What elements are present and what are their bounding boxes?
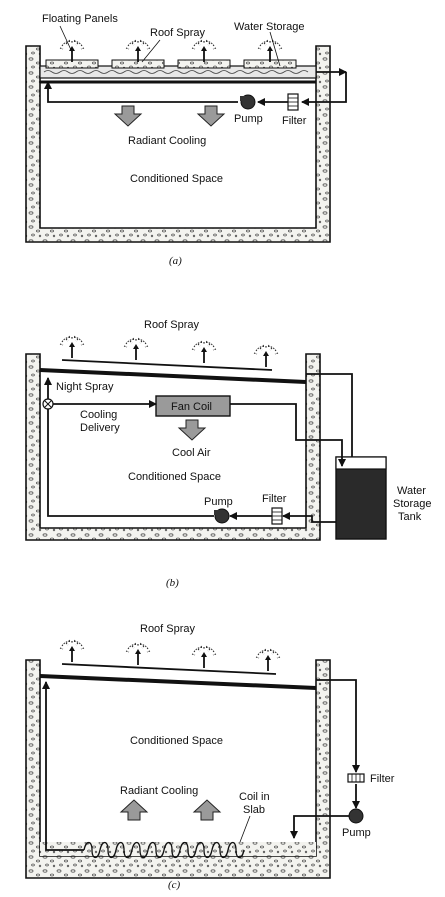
- label-roof-spray-c: Roof Spray: [140, 623, 196, 635]
- tank-outlet-b: [282, 512, 336, 523]
- building-walls-c: [25, 659, 331, 879]
- label-cooling-b: Cooling: [80, 409, 117, 421]
- diagram-a: Floating Panels Roof Spray Water Storage…: [25, 13, 347, 267]
- radiant-arrow-a1: [113, 105, 143, 127]
- label-coil-2-c: Slab: [243, 804, 265, 816]
- label-filter-c: Filter: [370, 773, 395, 785]
- label-pump-a: Pump: [234, 113, 263, 125]
- spray-heads-a: [59, 39, 283, 63]
- cool-air-arrow-b: [177, 419, 207, 441]
- caption-b: (b): [166, 577, 179, 589]
- drain-pipe-b: [306, 373, 356, 467]
- label-water-storage-a: Water Storage: [234, 21, 305, 33]
- label-conditioned-space-a: Conditioned Space: [130, 173, 223, 185]
- label-conditioned-space-b: Conditioned Space: [128, 471, 221, 483]
- label-coil-1-c: Coil in: [239, 791, 270, 803]
- return-pipe-a: [301, 72, 347, 106]
- building-walls-b: [25, 353, 321, 541]
- label-roof-spray-b: Roof Spray: [144, 319, 200, 331]
- drain-pipe-c: [316, 679, 360, 773]
- radiant-arrow-a2: [196, 105, 226, 127]
- radiant-arrow-c1: [119, 799, 149, 821]
- fancoil-return-b: [230, 403, 346, 467]
- roof-slab-b: [39, 368, 307, 384]
- caption-a: (a): [169, 255, 182, 267]
- slab-return-c: [42, 681, 84, 851]
- distribution-pipe-b: [44, 377, 214, 517]
- label-pump-c: Pump: [342, 827, 371, 839]
- pump-c: [348, 808, 364, 824]
- distribution-pipe-a: [44, 81, 238, 103]
- radiant-arrow-c2: [192, 799, 222, 821]
- label-radiant-cooling-a: Radiant Cooling: [128, 135, 206, 147]
- label-filter-a: Filter: [282, 115, 307, 127]
- label-radiant-cooling-c: Radiant Cooling: [120, 785, 198, 797]
- diagram-c: Roof Spray Conditioned Space Filter Radi…: [25, 623, 395, 891]
- label-fan-coil-b: Fan Coil: [171, 401, 212, 413]
- pump-to-slab-c: [290, 815, 349, 839]
- label-pump-b: Pump: [204, 496, 233, 508]
- caption-c: (c): [168, 879, 181, 891]
- building-walls-a: [25, 45, 331, 243]
- coil-in-slab-c: [83, 841, 245, 859]
- label-delivery-b: Delivery: [80, 422, 120, 434]
- spray-heads-c: [59, 639, 281, 672]
- label-roof-spray-a: Roof Spray: [150, 27, 206, 39]
- label-tank-1-b: Water: [397, 485, 426, 497]
- label-filter-b: Filter: [262, 493, 287, 505]
- label-night-spray-b: Night Spray: [56, 381, 114, 393]
- label-tank-2-b: Storage: [393, 498, 432, 510]
- label-conditioned-space-c: Conditioned Space: [130, 735, 223, 747]
- label-cool-air-b: Cool Air: [172, 447, 211, 459]
- label-tank-3-b: Tank: [398, 511, 422, 523]
- label-floating-panels-a: Floating Panels: [42, 13, 118, 25]
- floor-slab-c: [40, 842, 316, 856]
- diagram-b: Roof Spray Night Spray Cooling Delivery …: [25, 319, 432, 589]
- roof-slab-c: [39, 674, 317, 690]
